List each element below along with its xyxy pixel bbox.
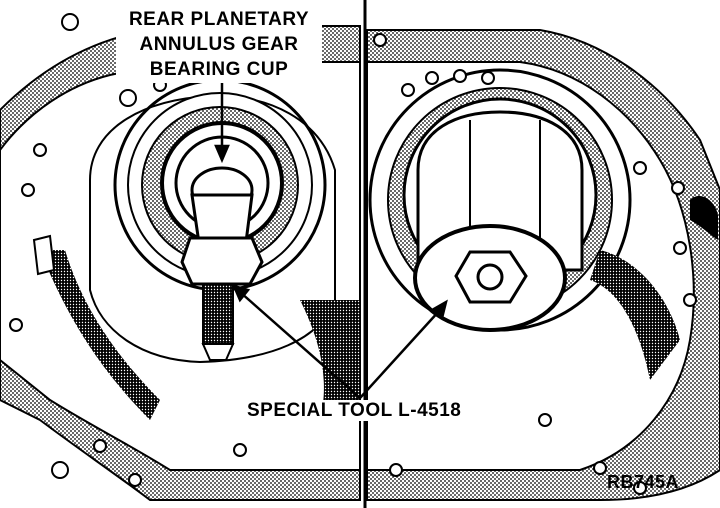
puller-screw <box>202 283 234 345</box>
puller-nut <box>180 236 264 286</box>
figure-id: RB745A <box>607 472 680 492</box>
callout-line-1: REAR PLANETARY <box>119 7 319 32</box>
rib-left-b <box>300 300 360 420</box>
rib-right-b <box>690 195 718 240</box>
dowel-pin <box>32 234 56 276</box>
callout-line-2: ANNULUS GEAR <box>119 32 319 57</box>
bearing-cup-callout: REAR PLANETARY ANNULUS GEAR BEARING CUP <box>116 6 322 83</box>
rib-left-a <box>40 250 160 420</box>
special-tool-callout: SPECIAL TOOL L-4518 <box>244 400 465 421</box>
rib-right-a <box>590 250 680 380</box>
installer-bolt <box>476 263 504 291</box>
screw-tip <box>201 343 235 361</box>
bolt-holes-right <box>373 33 697 495</box>
right-view <box>366 29 720 501</box>
callout-line-3: BEARING CUP <box>119 57 319 82</box>
leader-lines <box>214 82 448 399</box>
left-view <box>0 13 361 501</box>
